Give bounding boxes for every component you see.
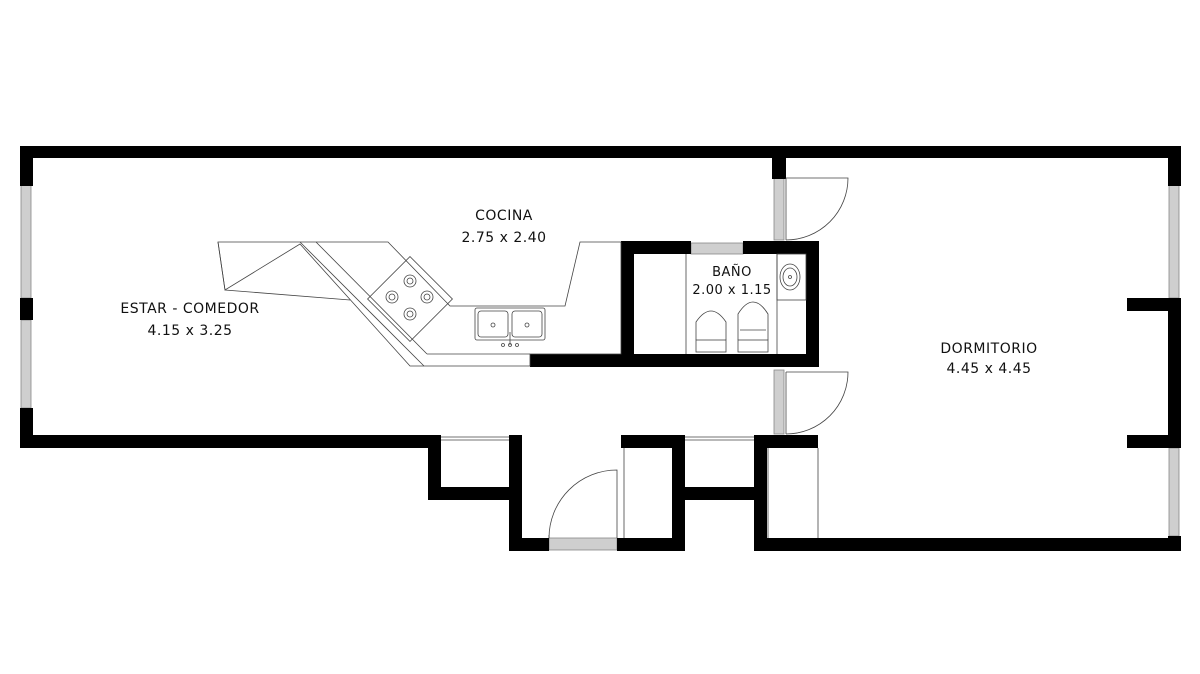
- window-left-lower: [20, 319, 32, 409]
- wall-right-notch-top: [1127, 298, 1181, 311]
- wall-bottom-right: [754, 538, 1181, 551]
- wall-bath-left: [621, 241, 634, 367]
- sink: [474, 307, 546, 347]
- wall-closet-left: [428, 435, 441, 500]
- wall-bath-top-right: [743, 241, 819, 254]
- window-right-upper: [1168, 184, 1180, 299]
- wall-closet2-right: [754, 435, 767, 551]
- dormitorio-dims: 4.45 x 4.45: [946, 361, 1031, 377]
- wall-left-top: [20, 146, 33, 186]
- wall-entry-left: [509, 435, 522, 551]
- walls: [20, 146, 1181, 551]
- kitchen-counter: [217, 241, 622, 367]
- wall-bath-top-left: [621, 241, 691, 254]
- door-jamb-upper: [773, 177, 785, 241]
- bano-dims: 2.00 x 1.15: [692, 283, 771, 298]
- window-bath: [690, 242, 744, 255]
- washbasin: [776, 253, 807, 354]
- counter-top: [217, 241, 622, 367]
- estar-comedor-dims: 4.15 x 3.25: [147, 323, 232, 339]
- cocina-dims: 2.75 x 2.40: [461, 230, 546, 246]
- toilet: [695, 310, 727, 353]
- closet-doors: [441, 436, 819, 538]
- wall-right-mid: [1168, 298, 1181, 448]
- bathroom-fixtures: [685, 253, 807, 354]
- wall-left-mid: [20, 298, 33, 320]
- cooktop: [367, 256, 453, 342]
- wall-entry-top: [621, 435, 685, 448]
- dormitorio-name: DORMITORIO: [940, 341, 1037, 357]
- door-jamb-lower: [773, 369, 785, 435]
- bidet: [737, 301, 769, 353]
- wall-closet2-bottom: [672, 487, 767, 500]
- wall-partition-top: [772, 146, 786, 179]
- wall-bottom-left: [20, 435, 441, 448]
- wall-closet-bottom: [428, 487, 522, 500]
- door-entry: [548, 469, 618, 539]
- window-left-upper: [20, 184, 32, 299]
- wall-right-notch-bottom: [1127, 435, 1181, 448]
- door-bedroom-upper: [785, 177, 849, 241]
- cocina-name: COCINA: [475, 208, 533, 224]
- room-labels: COCINA 2.75 x 2.40 ESTAR - COMEDOR 4.15 …: [120, 208, 1037, 377]
- wall-bath-right: [806, 241, 819, 367]
- bano-name: BAÑO: [712, 264, 752, 280]
- wall-entry-bottom-right: [617, 538, 685, 551]
- wall-dorm-entry-top: [754, 435, 818, 448]
- wall-right-top: [1168, 146, 1181, 186]
- estar-comedor-name: ESTAR - COMEDOR: [120, 301, 259, 317]
- wall-entry-bottom-left: [509, 538, 549, 551]
- wall-top: [20, 146, 1181, 158]
- window-right-lower: [1168, 447, 1180, 537]
- window-entry: [548, 537, 618, 551]
- wall-right-bottom: [1168, 536, 1181, 551]
- wall-bath-bottom: [530, 354, 819, 367]
- door-bedroom-lower: [785, 371, 849, 435]
- doors: [441, 177, 849, 539]
